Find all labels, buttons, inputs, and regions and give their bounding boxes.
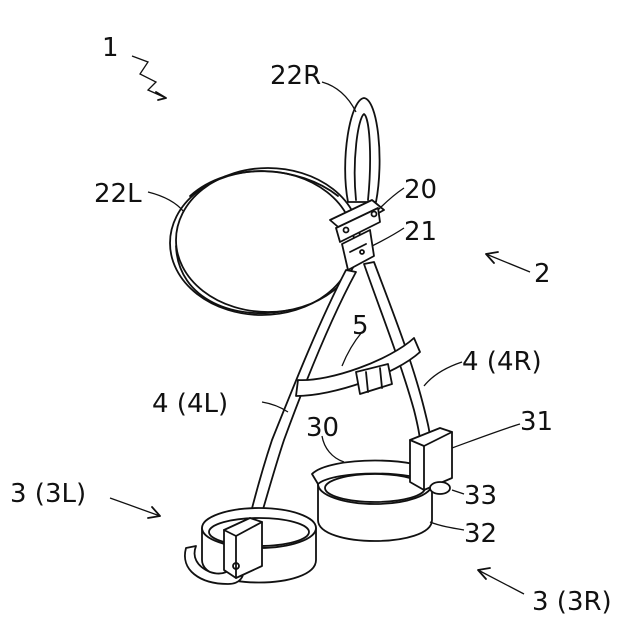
label-band-left: 4 (4L) (152, 389, 228, 419)
label-heel-block: 31 (520, 407, 553, 437)
label-buckle: 20 (404, 175, 437, 205)
label-band-right: 4 (4R) (462, 347, 542, 377)
label-harness: 2 (534, 259, 551, 289)
label-knob: 33 (464, 481, 497, 511)
label-buckle-part: 21 (404, 217, 437, 247)
label-device: 1 (102, 33, 119, 63)
label-leg-strap-left: 22L (94, 179, 142, 209)
label-foot-holder-left: 3 (3L) (10, 479, 86, 509)
label-ring: 32 (464, 519, 497, 549)
label-waist-belt: 5 (352, 311, 369, 341)
foot-holder-3L (185, 508, 316, 584)
strap-22L (170, 168, 360, 315)
label-foot-support: 30 (306, 413, 339, 443)
strap-22R (345, 98, 379, 202)
label-foot-holder-right: 3 (3R) (532, 587, 612, 617)
foot-holder-3R (312, 428, 452, 541)
label-leg-strap-right: 22R (270, 61, 321, 91)
